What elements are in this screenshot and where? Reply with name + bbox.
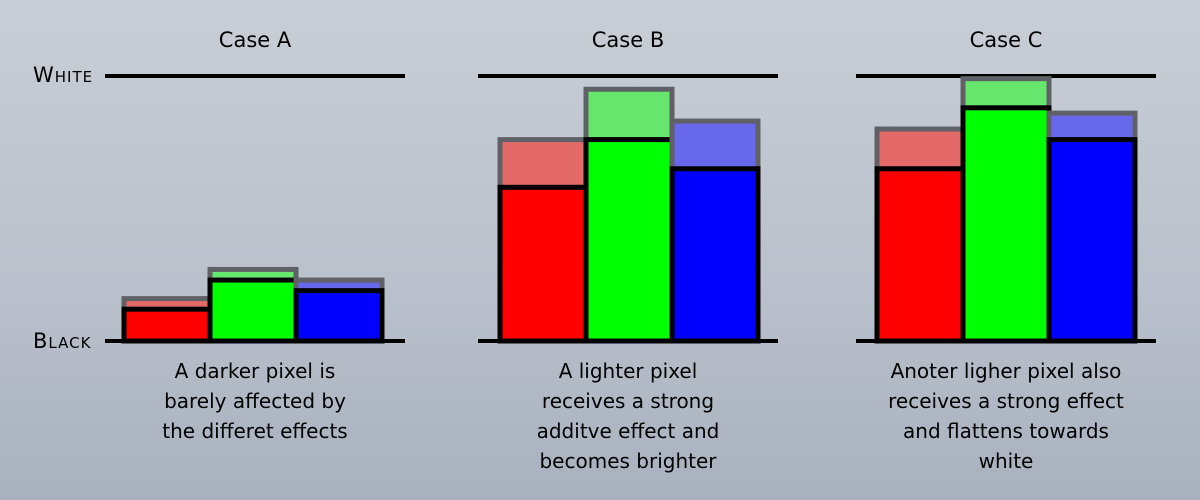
panel-a-blue-base-bar	[293, 288, 385, 344]
panel-b-red-base-bar	[497, 184, 589, 344]
panel-a-red-base-bar	[121, 306, 213, 344]
panel-b-title: Case B	[591, 28, 665, 52]
panel-a-caption: A darker pixel is barely affected by the…	[162, 359, 348, 443]
panel-c-green-base-bar	[960, 105, 1052, 344]
panel-b-green-base-bar	[583, 137, 675, 344]
panel-b-caption: A lighter pixel receives a strong additv…	[536, 359, 720, 473]
panel-c-red-base-bar	[874, 166, 966, 344]
panel-c-title: Case C	[969, 28, 1043, 52]
black-level-label: Black	[33, 329, 92, 353]
panel-a-title: Case A	[218, 28, 292, 52]
panel-c-blue-base-bar	[1046, 137, 1138, 344]
panel-c-caption: Anoter ligher pixel also receives a stro…	[888, 359, 1124, 473]
white-level-label: White	[33, 63, 94, 87]
panel-a-green-base-bar	[207, 277, 299, 344]
panel-b-blue-base-bar	[669, 166, 761, 344]
